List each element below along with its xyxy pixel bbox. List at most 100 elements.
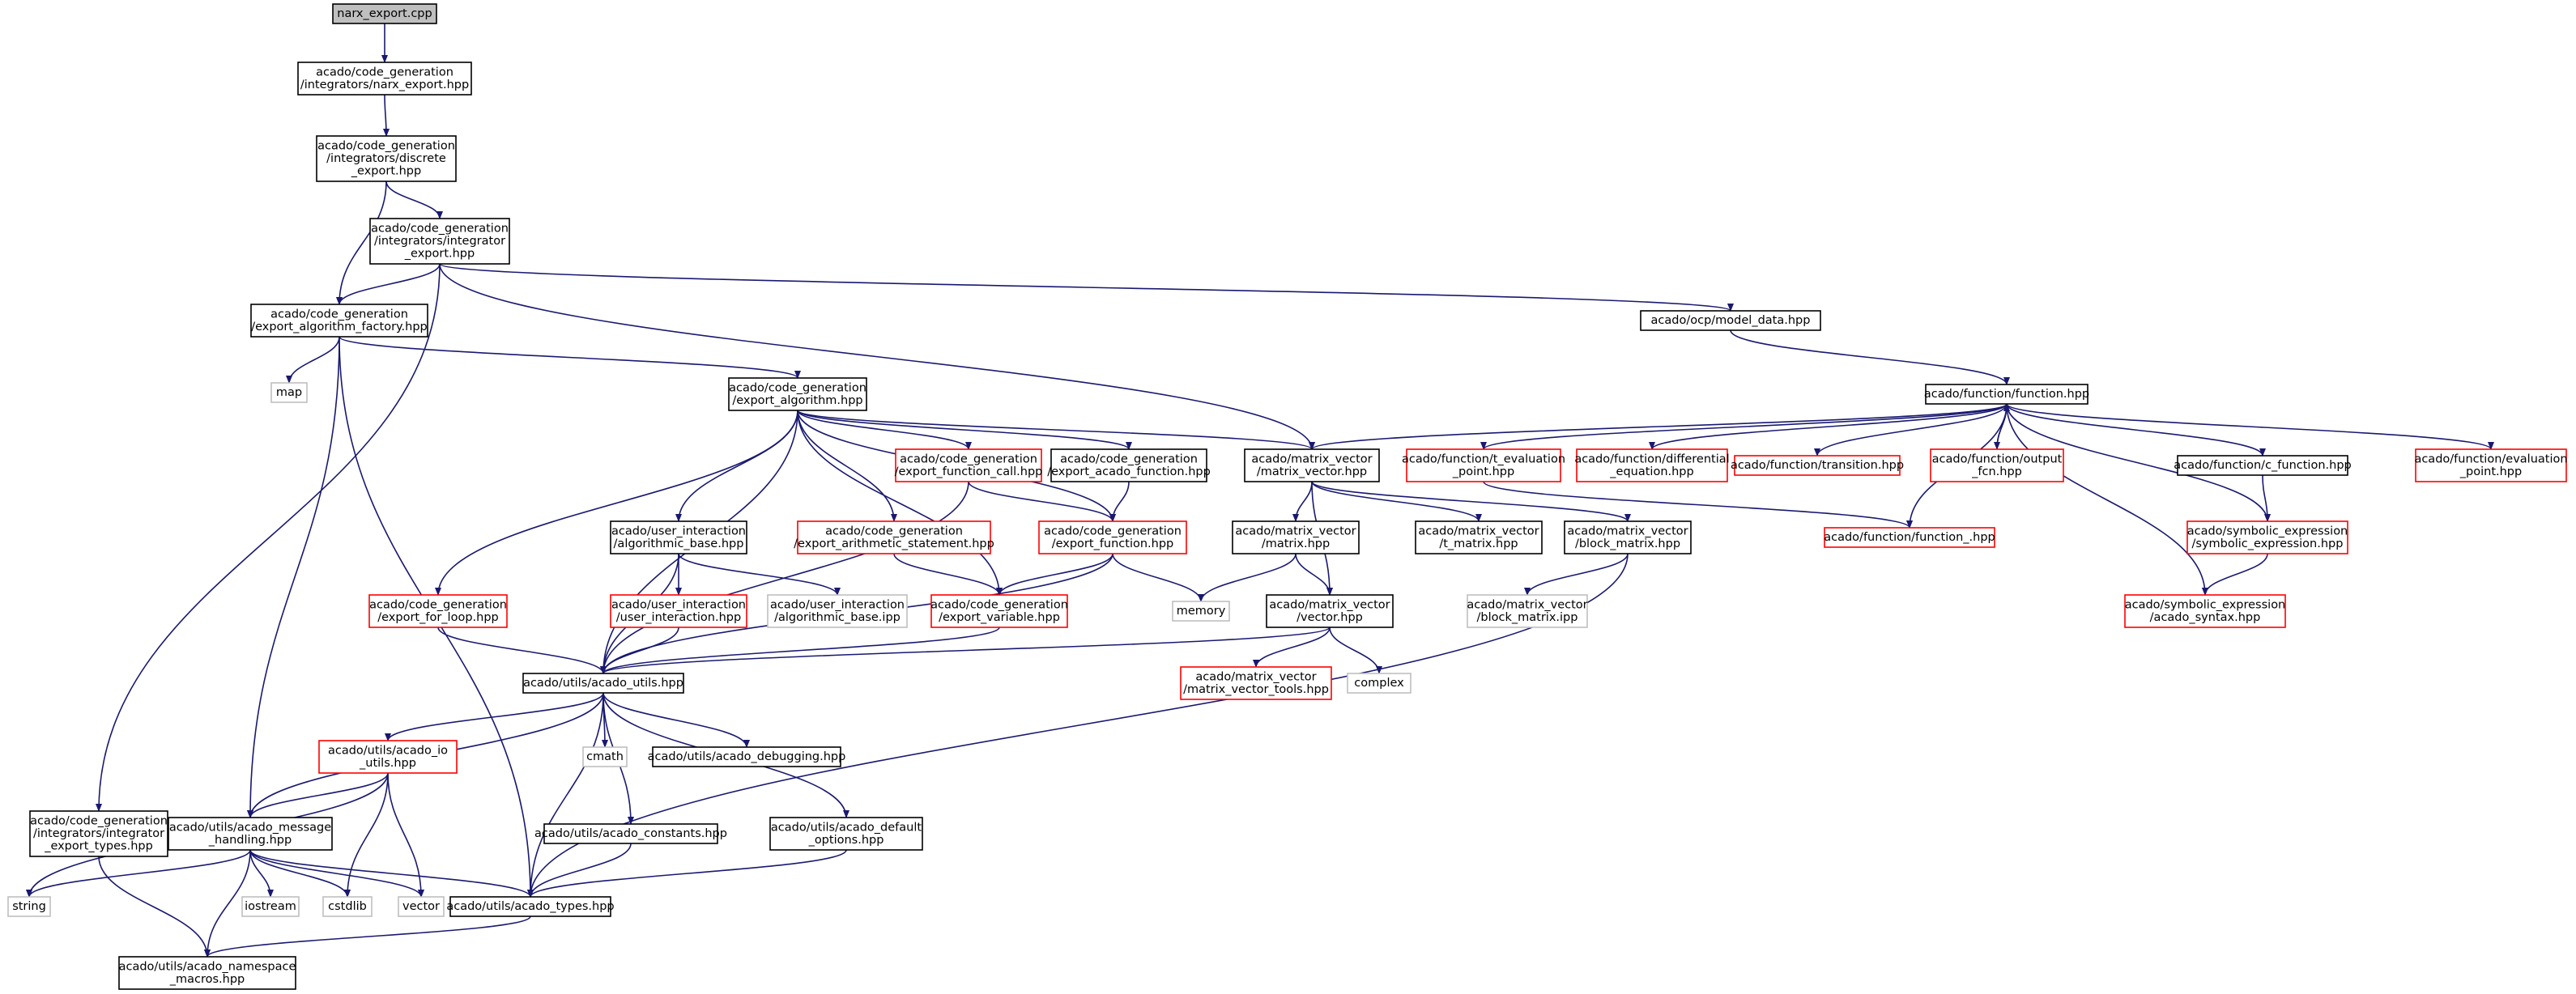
node-export_algorithm_factory[interactable]: acado/code_generation/export_algorithm_f… — [250, 304, 428, 338]
node-matrix_hpp[interactable]: acado/matrix_vector/matrix.hpp — [1232, 520, 1360, 554]
node-label-export_variable: acado/code_generation — [930, 598, 1068, 611]
node-acado_syntax[interactable]: acado/symbolic_expression/acado_syntax.h… — [2124, 594, 2286, 628]
edge-vector_hpp-to-matrix_vector_tools — [1253, 627, 1331, 668]
node-symbolic_expression[interactable]: acado/symbolic_expression/symbolic_expre… — [2186, 520, 2348, 554]
node-label-acado_default_options: _options.hpp — [808, 834, 884, 847]
node-differential_equation[interactable]: acado/function/differential_equation.hpp — [1574, 448, 1730, 482]
node-narx_export_hpp[interactable]: acado/code_generation/integrators/narx_e… — [297, 62, 472, 96]
node-label-algorithmic_base_ipp: acado/user_interaction — [770, 598, 905, 611]
edge-discrete_export-to-export_algorithm_factory — [336, 181, 387, 305]
node-function_hpp[interactable]: acado/function/function.hpp — [1924, 384, 2089, 405]
node-model_data[interactable]: acado/ocp/model_data.hpp — [1640, 310, 1821, 331]
edge-c_function-to-symbolic_expression — [2262, 474, 2271, 522]
edge-export_acado_function-to-export_function — [1109, 481, 1130, 522]
edge-matrix_vector_hpp-to-block_matrix_hpp — [1311, 481, 1631, 522]
node-acado_types[interactable]: acado/utils/acado_types.hpp — [446, 896, 615, 917]
node-acado_message_handling[interactable]: acado/utils/acado_message_handling.hpp — [168, 817, 333, 851]
node-box-transition — [1734, 455, 1901, 476]
node-box-narx_export_hpp — [297, 62, 472, 96]
edge-matrix_hpp-to-memory — [1198, 553, 1297, 602]
node-label-complex: complex — [1354, 677, 1404, 690]
edge-narx_export_hpp-to-discrete_export — [382, 94, 390, 137]
node-acado_constants[interactable]: acado/utils/acado_constants.hpp — [534, 823, 727, 844]
node-user_interaction_hpp[interactable]: acado/user_interaction/user_interaction.… — [610, 594, 747, 628]
node-label-acado_debugging: acado/utils/acado_debugging.hpp — [648, 750, 846, 763]
edge-export_algorithm-to-export_variable — [797, 410, 1003, 596]
edge-acado_message_handling-to-vector — [249, 849, 424, 898]
node-label-t_matrix: /t_matrix.hpp — [1439, 537, 1518, 550]
node-iostream: iostream — [241, 896, 300, 917]
node-box-export_algorithm_factory — [250, 304, 428, 338]
node-label-export_acado_function: acado/code_generation — [1060, 452, 1198, 465]
node-integrator_export[interactable]: acado/code_generation/integrators/integr… — [369, 218, 510, 265]
node-block_matrix_hpp[interactable]: acado/matrix_vector/block_matrix.hpp — [1564, 520, 1692, 554]
node-label-acado_message_handling: _handling.hpp — [208, 834, 292, 847]
node-acado_utils[interactable]: acado/utils/acado_utils.hpp — [522, 673, 684, 694]
node-label-export_function_call: acado/code_generation — [900, 452, 1037, 465]
node-box-string — [7, 896, 51, 917]
node-box-acado_io_utils — [318, 740, 458, 774]
node-box-function_ — [1824, 527, 1995, 548]
node-box-export_algorithm — [728, 377, 867, 411]
node-box-symbolic_expression — [2186, 520, 2348, 554]
edge-export_for_loop-to-acado_utils — [437, 627, 607, 674]
node-box-matrix_vector_hpp — [1244, 448, 1380, 482]
node-label-block_matrix_ipp: acado/matrix_vector — [1467, 598, 1587, 611]
edge-export_function-to-memory — [1112, 553, 1204, 602]
node-label-narx_export_cpp: narx_export.cpp — [337, 7, 432, 20]
node-label-block_matrix_hpp: acado/matrix_vector — [1567, 525, 1688, 537]
node-label-export_arithmetic_statement: acado/code_generation — [825, 525, 963, 537]
node-label-map: map — [276, 386, 302, 399]
node-export_function[interactable]: acado/code_generation/export_function.hp… — [1038, 520, 1187, 554]
node-matrix_vector_hpp[interactable]: acado/matrix_vector/matrix_vector.hpp — [1244, 448, 1380, 482]
node-label-discrete_export: /integrators/discrete — [326, 152, 446, 165]
node-label-acado_message_handling: acado/utils/acado_message — [169, 821, 331, 834]
node-acado_default_options[interactable]: acado/utils/acado_default_options.hpp — [769, 817, 923, 851]
edge-symbolic_expression-to-acado_syntax — [2202, 553, 2268, 596]
node-box-export_types — [29, 810, 168, 857]
node-transition[interactable]: acado/function/transition.hpp — [1731, 455, 1904, 476]
node-label-export_algorithm: acado/code_generation — [729, 381, 866, 394]
node-export_algorithm[interactable]: acado/code_generation/export_algorithm.h… — [728, 377, 867, 411]
node-box-model_data — [1640, 310, 1821, 331]
node-export_arithmetic_statement[interactable]: acado/code_generation/export_arithmetic_… — [794, 520, 994, 554]
node-t_evaluation_point[interactable]: acado/function/t_evaluation_point.hpp — [1402, 448, 1565, 482]
node-export_variable[interactable]: acado/code_generation/export_variable.hp… — [930, 594, 1068, 628]
node-export_acado_function[interactable]: acado/code_generation/export_acado_funct… — [1047, 448, 1211, 482]
node-acado_io_utils[interactable]: acado/utils/acado_io_utils.hpp — [318, 740, 458, 774]
node-acado_namespace_macros[interactable]: acado/utils/acado_namespace_macros.hpp — [118, 956, 296, 990]
node-box-integrator_export — [369, 218, 510, 265]
node-export_types[interactable]: acado/code_generation/integrators/integr… — [29, 810, 168, 857]
node-label-memory: memory — [1177, 605, 1226, 618]
node-narx_export_cpp[interactable]: narx_export.cpp — [332, 3, 437, 24]
node-label-narx_export_hpp: /integrators/narx_export.hpp — [300, 79, 469, 91]
node-evaluation_point[interactable]: acado/function/evaluation_point.hpp — [2414, 448, 2568, 482]
node-box-memory — [1172, 601, 1230, 622]
node-vector_hpp[interactable]: acado/matrix_vector/vector.hpp — [1266, 594, 1394, 628]
node-label-symbolic_expression: /symbolic_expression.hpp — [2192, 537, 2344, 550]
edge-export_function_call-to-acado_utils — [600, 481, 969, 674]
node-acado_debugging[interactable]: acado/utils/acado_debugging.hpp — [648, 746, 846, 767]
node-label-export_function: acado/code_generation — [1044, 525, 1182, 537]
node-label-vector_hpp: acado/matrix_vector — [1269, 598, 1390, 611]
node-box-cstdlib — [322, 896, 373, 917]
nodes-layer: narx_export.cpp acado/code_generation/int… — [7, 3, 2568, 990]
node-function_[interactable]: acado/function/function_.hpp — [1824, 527, 1995, 548]
node-c_function[interactable]: acado/function/c_function.hpp — [2174, 455, 2352, 476]
node-box-acado_constants — [543, 823, 718, 844]
edge-function_hpp-to-matrix_vector_hpp — [1309, 403, 2008, 450]
node-algorithmic_base_hpp[interactable]: acado/user_interaction/algorithmic_base.… — [610, 520, 747, 554]
node-discrete_export[interactable]: acado/code_generation/integrators/discre… — [316, 135, 457, 182]
node-matrix_vector_tools[interactable]: acado/matrix_vector/matrix_vector_tools.… — [1180, 666, 1332, 700]
node-export_for_loop[interactable]: acado/code_generation/export_for_loop.hp… — [368, 594, 508, 628]
node-output_fcn[interactable]: acado/function/output_fcn.hpp — [1930, 448, 2064, 482]
node-box-output_fcn — [1930, 448, 2064, 482]
node-export_function_call[interactable]: acado/code_generation/export_function_ca… — [895, 448, 1043, 482]
node-cstdlib: cstdlib — [322, 896, 373, 917]
node-label-discrete_export: _export.hpp — [351, 165, 421, 178]
node-label-acado_syntax: /acado_syntax.hpp — [2150, 611, 2261, 624]
node-box-complex — [1347, 673, 1411, 694]
node-box-t_evaluation_point — [1406, 448, 1561, 482]
node-t_matrix[interactable]: acado/matrix_vector/t_matrix.hpp — [1415, 520, 1543, 554]
